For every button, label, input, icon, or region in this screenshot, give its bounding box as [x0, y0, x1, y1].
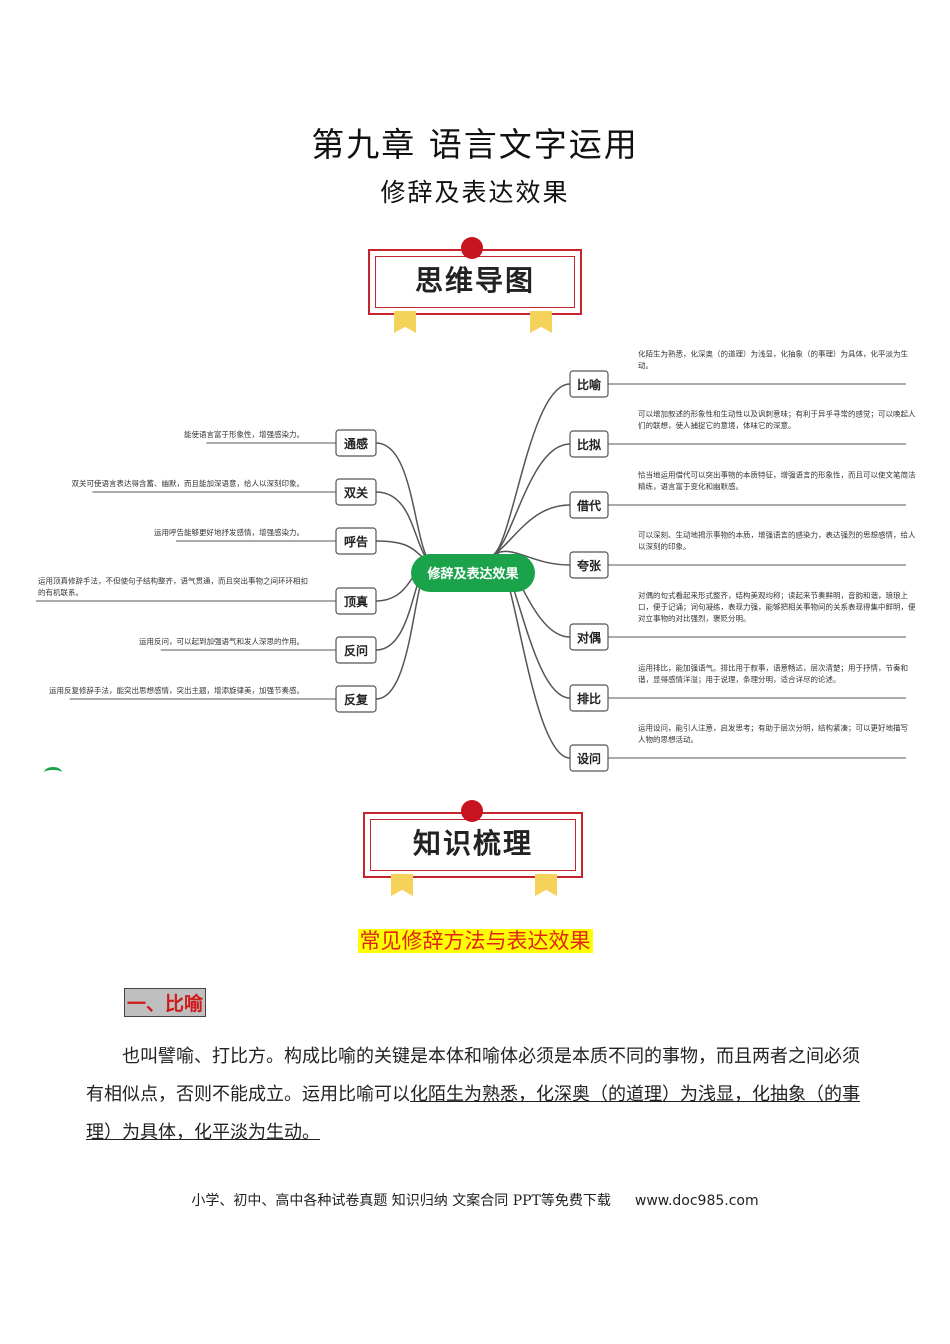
chapter-title: 第九章 语言文字运用 [311, 125, 639, 164]
branch-desc-line: 们的联想，使人捕捉它的意境，体味它的深意。 [638, 420, 796, 430]
branch-node-7 [569, 744, 609, 772]
branch-link [492, 383, 571, 556]
branch-desc-line: 对立事物的对比强烈，褒贬分明。 [638, 613, 751, 623]
section-heading: 常见修辞方法与表达效果 [0, 925, 950, 955]
branch-node-label: 反问 [344, 643, 368, 658]
branch-desc-line: 可以增加叙述的形象性和生动性以及讽刺意味；有利于异乎寻常的感觉；可以唤起人 [638, 409, 916, 419]
branch-desc-line: 口，便于记诵；词句凝练，表现力强，能够把相关事物间的关系表现得集中鲜明，便 [638, 602, 916, 612]
branch-node-label: 双关 [344, 485, 368, 500]
sub-title: 修辞及表达效果 [380, 178, 570, 207]
branch-node-left-5 [335, 636, 377, 664]
branch-node-label: 比拟 [577, 437, 601, 452]
center-node [411, 554, 535, 592]
branch-node-label: 排比 [577, 691, 601, 706]
branch-desc-line: 能使语言富于形象性，增强感染力。 [184, 429, 304, 439]
para-underlined-text: 化陌生为熟悉，化深奥（的道理）为浅显，化抽象（的事理）为具体，化平淡为生动。 [86, 1084, 860, 1143]
ribbon-left [391, 874, 413, 896]
branch-node-left-6 [335, 685, 377, 713]
branch-desc-line: 运用顶真修辞手法，不但使句子结构整齐，语气贯通，而且突出事物之间环环相扣 [38, 576, 308, 586]
sub-heading: 一、比喻 [124, 988, 207, 1017]
branch-node-4 [569, 551, 609, 579]
branch-desc-line: 精练，语言富于变化和幽默感。 [638, 481, 743, 491]
footer-text: 小学、初中、高中各种试卷真题 知识归纳 文案合同 PPT等免费下载 [191, 1193, 611, 1209]
branch-node-label: 夸张 [576, 558, 602, 573]
para-text: 也叫譬喻、打比方。构成比喻的关键是本体和喻体必须是本质不同的事物，而且两者之间必… [86, 1046, 860, 1105]
branch-desc-line: 恰当地运用借代可以突出事物的本质特征，增强语言的形象性，而且可以使文笔简洁 [638, 470, 916, 480]
branch-desc-line: 化陌生为熟悉，化深奥（的道理）为浅显，化抽象（的事理）为具体，化平淡为生 [638, 349, 908, 359]
footer-site: www.doc985.com [634, 1193, 759, 1209]
branch-node-label: 通感 [344, 436, 368, 451]
branch-node-label: 呼告 [344, 534, 368, 549]
green-arc-mark [44, 767, 62, 778]
branch-node-label: 借代 [576, 498, 601, 513]
footer: 小学、初中、高中各种试卷真题 知识归纳 文案合同 PPT等免费下载 www.doc… [0, 1190, 950, 1210]
branch-node-5 [569, 623, 609, 651]
branch-node-label: 对偶 [577, 630, 601, 645]
branch-link [375, 491, 434, 566]
branch-desc-line: 运用反复修辞手法，能突出思想感情，突出主题，增添旋律美，加强节奏感。 [49, 685, 304, 695]
branch-desc-line: 双关可使语言表达得含蓄、幽默，而且能加深语意，给人以深刻印象。 [72, 478, 305, 488]
ribbon-left [394, 311, 416, 333]
branch-desc-line: 动。 [638, 360, 653, 370]
branch-desc-line: 运用排比，能加强语气。排比用于叙事，语意畅达，层次清楚；用于抒情，节奏和 [638, 663, 908, 673]
branch-node-label: 顶真 [344, 594, 368, 609]
branch-node-left-4 [335, 587, 377, 615]
branch-desc-line: 对偶的句式看起来形式整齐，结构美观均称；读起来节奏鲜明，音韵和谐，琅琅上 [638, 590, 908, 600]
branch-node-label: 设问 [577, 751, 601, 766]
banner-dot [461, 237, 483, 259]
branch-link [492, 443, 571, 556]
ribbon-right [530, 311, 552, 333]
branch-desc-line: 运用设问，能引人注意，启发思考；有助于层次分明，结构紧凑；可以更好地描写 [638, 723, 908, 733]
branch-desc-line: 以深刻的印象。 [638, 541, 691, 551]
branch-desc-line: 谐，显得感情洋溢；用于说理，条理分明，适合详尽的论述。 [638, 674, 841, 684]
mindmap-banner-label: 思维导图 [414, 264, 535, 297]
ribbon-right [535, 874, 557, 896]
branch-link [375, 442, 434, 566]
branch-node-3 [569, 491, 609, 519]
section-heading-text: 常见修辞方法与表达效果 [357, 929, 593, 953]
branch-desc-line: 的有机联系。 [38, 587, 83, 597]
center-node-label: 修辞及表达效果 [426, 566, 518, 582]
branch-desc-line: 可以深刻、生动地揭示事物的本质，增强语言的感染力，表达强烈的思想感情，给人 [638, 530, 916, 540]
branch-node-left-2 [335, 478, 377, 506]
branch-node-label: 比喻 [577, 377, 602, 392]
branch-node-label: 反复 [344, 692, 369, 707]
banner-dot [461, 800, 483, 822]
branch-node-2 [569, 430, 609, 458]
branch-node-left-1 [335, 429, 377, 457]
branch-desc-line: 运用呼告能够更好地抒发感情，增强感染力。 [154, 527, 304, 537]
mindmap: 修辞及表达效果 比喻 化陌生为熟悉，化深奥（的道理）为浅显，化抽象（的事理）为具体，… [36, 349, 916, 772]
branch-link [492, 550, 571, 566]
branch-desc-line: 运用反问，可以起到加强语气和发人深思的作用。 [139, 636, 304, 646]
branch-node-left-3 [335, 527, 377, 555]
branch-desc-line: 人物的思想活动。 [638, 734, 698, 744]
knowledge-banner-label: 知识梳理 [412, 827, 533, 860]
body-paragraph: 也叫譬喻、打比方。构成比喻的关键是本体和喻体必须是本质不同的事物，而且两者之间必… [86, 1038, 866, 1152]
branch-link [492, 504, 571, 556]
branch-node-1 [569, 370, 609, 398]
branch-node-6 [569, 684, 609, 712]
